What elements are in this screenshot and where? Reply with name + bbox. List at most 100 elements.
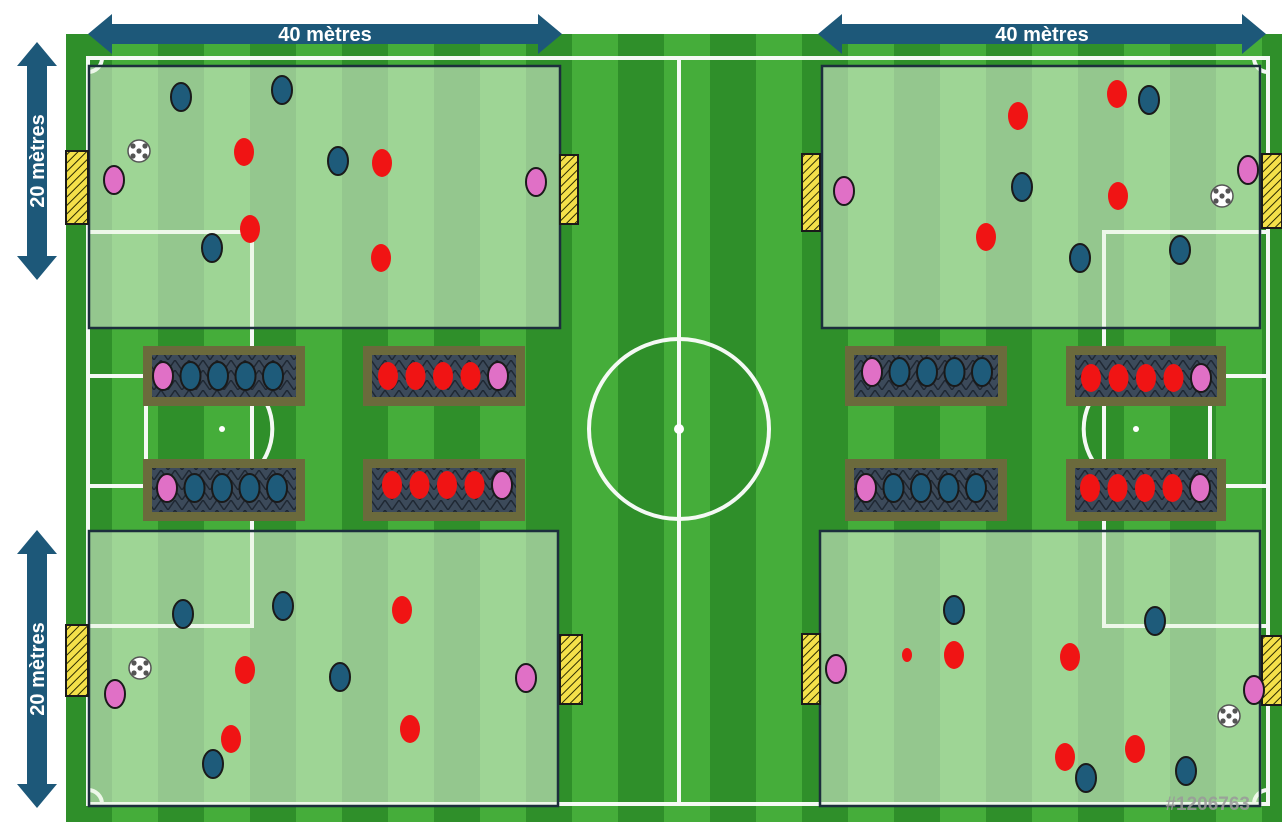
- player-blue-top-right: [1070, 244, 1090, 272]
- pitch-stripe: [756, 34, 802, 822]
- bench-player-gk-bench-lower-left-blue: [157, 474, 177, 502]
- ball-patch: [1232, 718, 1237, 723]
- ball-top-left-icon: [128, 140, 150, 162]
- bench-player-blue-bench-lower-right-blue: [939, 474, 959, 502]
- player-blue-top-left: [202, 234, 222, 262]
- label-top-left: 40 mètres: [278, 24, 371, 46]
- player-blue-top-left: [328, 147, 348, 175]
- ball-bottom-left-icon: [129, 657, 151, 679]
- player-red-bottom-left: [392, 596, 412, 624]
- left-penalty-spot: [219, 426, 225, 432]
- goal-top-right-left: [802, 154, 820, 231]
- player-gk-top-left: [526, 168, 546, 196]
- ball-top-right-icon: [1211, 185, 1233, 207]
- ball-patch: [131, 670, 136, 675]
- player-blue-bottom-right: [944, 596, 964, 624]
- player-blue-top-left: [171, 83, 191, 111]
- player-blue-bottom-left: [330, 663, 350, 691]
- ball-bottom-right-icon: [1218, 705, 1240, 727]
- bench-player-gk-bench-upper-left-red: [488, 362, 508, 390]
- bench-player-red-bench-upper-right-red: [1164, 364, 1184, 392]
- ball-patch: [143, 670, 148, 675]
- player-gk-bottom-right: [1244, 676, 1264, 704]
- bench-player-gk-bench-lower-left-red: [492, 471, 512, 499]
- ball-patch: [137, 665, 142, 670]
- ball-patch: [142, 143, 147, 148]
- goal-top-left-left: [66, 151, 88, 224]
- goal-bottom-left-right: [560, 635, 582, 704]
- player-red-top-right: [1108, 182, 1128, 210]
- player-red-bottom-left: [400, 715, 420, 743]
- pitch-stripe: [618, 34, 664, 822]
- bench-player-blue-bench-upper-left-blue: [236, 362, 256, 390]
- player-red-top-right: [1107, 80, 1127, 108]
- player-blue-bottom-right: [1145, 607, 1165, 635]
- zone-top-left: [89, 66, 560, 328]
- player-red-bottom-right: [902, 648, 912, 662]
- bench-player-gk-bench-upper-right-red: [1191, 364, 1211, 392]
- player-red-top-right: [976, 223, 996, 251]
- bench-player-red-bench-upper-left-red: [406, 362, 426, 390]
- player-red-bottom-right: [1060, 643, 1080, 671]
- goal-top-right-right: [1262, 154, 1282, 228]
- bench-player-red-bench-lower-left-red: [465, 471, 485, 499]
- player-blue-bottom-right: [1176, 757, 1196, 785]
- bench-player-gk-bench-lower-right-blue: [856, 474, 876, 502]
- bench-player-gk-bench-lower-right-red: [1190, 474, 1210, 502]
- ball-patch: [1220, 708, 1225, 713]
- bench-player-blue-bench-upper-right-blue: [890, 358, 910, 386]
- bench-player-blue-bench-lower-left-blue: [185, 474, 205, 502]
- player-red-bottom-right: [944, 641, 964, 669]
- ball-patch: [1213, 198, 1218, 203]
- bench-player-red-bench-upper-right-red: [1109, 364, 1129, 392]
- player-blue-bottom-left: [203, 750, 223, 778]
- goal-bottom-right-left: [802, 634, 820, 704]
- bench-player-blue-bench-upper-left-blue: [181, 362, 201, 390]
- pitch-stripe: [710, 34, 756, 822]
- bench-player-blue-bench-lower-left-blue: [267, 474, 287, 502]
- player-blue-bottom-right: [1076, 764, 1096, 792]
- ball-patch: [1225, 188, 1230, 193]
- bench-player-blue-bench-lower-right-blue: [911, 474, 931, 502]
- bench-player-red-bench-lower-left-red: [382, 471, 402, 499]
- goal-bottom-right-right: [1262, 636, 1282, 705]
- label-left-top: 20 mètres: [27, 114, 49, 207]
- ball-patch: [130, 143, 135, 148]
- goal-bottom-left-left: [66, 625, 88, 696]
- bench-player-blue-bench-upper-right-blue: [917, 358, 937, 386]
- bench-player-blue-bench-upper-left-blue: [208, 362, 228, 390]
- player-gk-bottom-right: [826, 655, 846, 683]
- bench-player-blue-bench-upper-left-blue: [263, 362, 283, 390]
- ball-patch: [143, 660, 148, 665]
- ball-patch: [1220, 718, 1225, 723]
- bench-player-red-bench-upper-right-red: [1136, 364, 1156, 392]
- player-red-top-left: [372, 149, 392, 177]
- bench-player-red-bench-lower-right-red: [1080, 474, 1100, 502]
- right-penalty-spot: [1133, 426, 1139, 432]
- player-red-top-right: [1008, 102, 1028, 130]
- zone-bottom-left: [89, 531, 558, 806]
- bench-player-gk-bench-upper-right-blue: [862, 358, 882, 386]
- bench-player-blue-bench-lower-left-blue: [240, 474, 260, 502]
- ball-patch: [136, 148, 141, 153]
- center-spot: [674, 424, 684, 434]
- bench-player-red-bench-lower-right-red: [1108, 474, 1128, 502]
- bench-player-red-bench-upper-left-red: [461, 362, 481, 390]
- player-blue-bottom-left: [273, 592, 293, 620]
- label-top-right: 40 mètres: [995, 24, 1088, 46]
- pitch-stripe: [664, 34, 710, 822]
- ball-patch: [1219, 193, 1224, 198]
- bench-player-blue-bench-upper-right-blue: [945, 358, 965, 386]
- goal-top-left-right: [560, 155, 578, 224]
- player-blue-top-left: [272, 76, 292, 104]
- bench-player-red-bench-upper-right-red: [1081, 364, 1101, 392]
- bench-player-red-bench-upper-left-red: [433, 362, 453, 390]
- player-red-bottom-left: [221, 725, 241, 753]
- ball-patch: [1213, 188, 1218, 193]
- bench-player-gk-bench-upper-left-blue: [153, 362, 173, 390]
- bench-player-blue-bench-lower-right-blue: [884, 474, 904, 502]
- player-blue-top-right: [1012, 173, 1032, 201]
- zone-top-right: [822, 66, 1260, 328]
- label-left-bottom: 20 mètres: [27, 622, 49, 715]
